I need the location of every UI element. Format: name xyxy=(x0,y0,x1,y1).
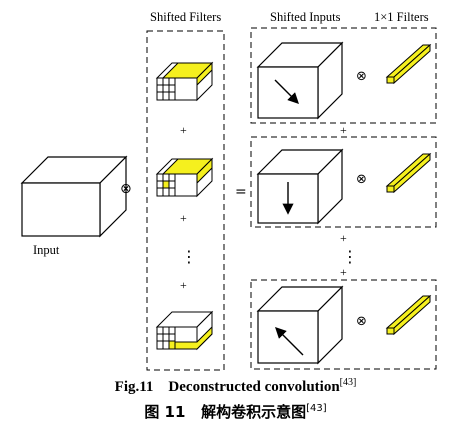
caption-zh-ref: [43] xyxy=(306,403,327,414)
times-symbol-1: ⊗ xyxy=(356,69,367,84)
one-by-one-filter-2 xyxy=(385,152,432,194)
filters-plus-1: + xyxy=(180,123,187,137)
filters-plus-3: + xyxy=(180,278,187,292)
input-cube xyxy=(20,155,128,238)
caption-zh-label: 图 11 xyxy=(144,403,186,421)
between-plus-1: + xyxy=(340,123,347,137)
input-label: Input xyxy=(33,243,60,257)
filter-block-3 xyxy=(155,310,214,351)
shifted-input-cube-3 xyxy=(256,285,344,365)
shifted-filters-group xyxy=(146,30,225,371)
caption-en-ref: [43] xyxy=(339,377,357,388)
shifted-input-group-3 xyxy=(250,279,437,370)
caption-chinese: 图 11 解构卷积示意图[43] xyxy=(0,401,471,422)
filter-block-2 xyxy=(155,157,214,198)
caption-en-label: Fig.11 xyxy=(114,379,154,395)
shifted-inputs-label: Shifted Inputs xyxy=(270,10,341,24)
one-by-one-filter-1 xyxy=(385,43,432,85)
caption-english: Fig.11 Deconstructed convolution[43] xyxy=(0,377,471,396)
shifted-input-group-2 xyxy=(250,136,437,228)
filter-block-1 xyxy=(155,61,214,102)
caption-zh-title: 解构卷积示意图 xyxy=(201,403,307,421)
between-ellipsis: ⋮ xyxy=(342,247,358,266)
one-by-one-filter-3 xyxy=(385,294,432,336)
input-times-symbol: ⊗ xyxy=(120,181,132,197)
filters-ellipsis: ⋮ xyxy=(181,247,197,266)
between-plus-2: + xyxy=(340,231,347,245)
equals-symbol: = xyxy=(235,184,247,200)
between-plus-3: + xyxy=(340,265,347,279)
one-by-one-filters-label: 1×1 Filters xyxy=(374,10,429,24)
shifted-input-group-1 xyxy=(250,27,437,124)
times-symbol-3: ⊗ xyxy=(356,314,367,329)
shifted-filters-label: Shifted Filters xyxy=(150,10,222,24)
times-symbol-2: ⊗ xyxy=(356,172,367,187)
filters-plus-2: + xyxy=(180,211,187,225)
shifted-input-cube-2 xyxy=(256,148,344,225)
caption-en-title: Deconstructed convolution xyxy=(168,379,340,395)
shifted-input-cube-1 xyxy=(256,41,344,120)
